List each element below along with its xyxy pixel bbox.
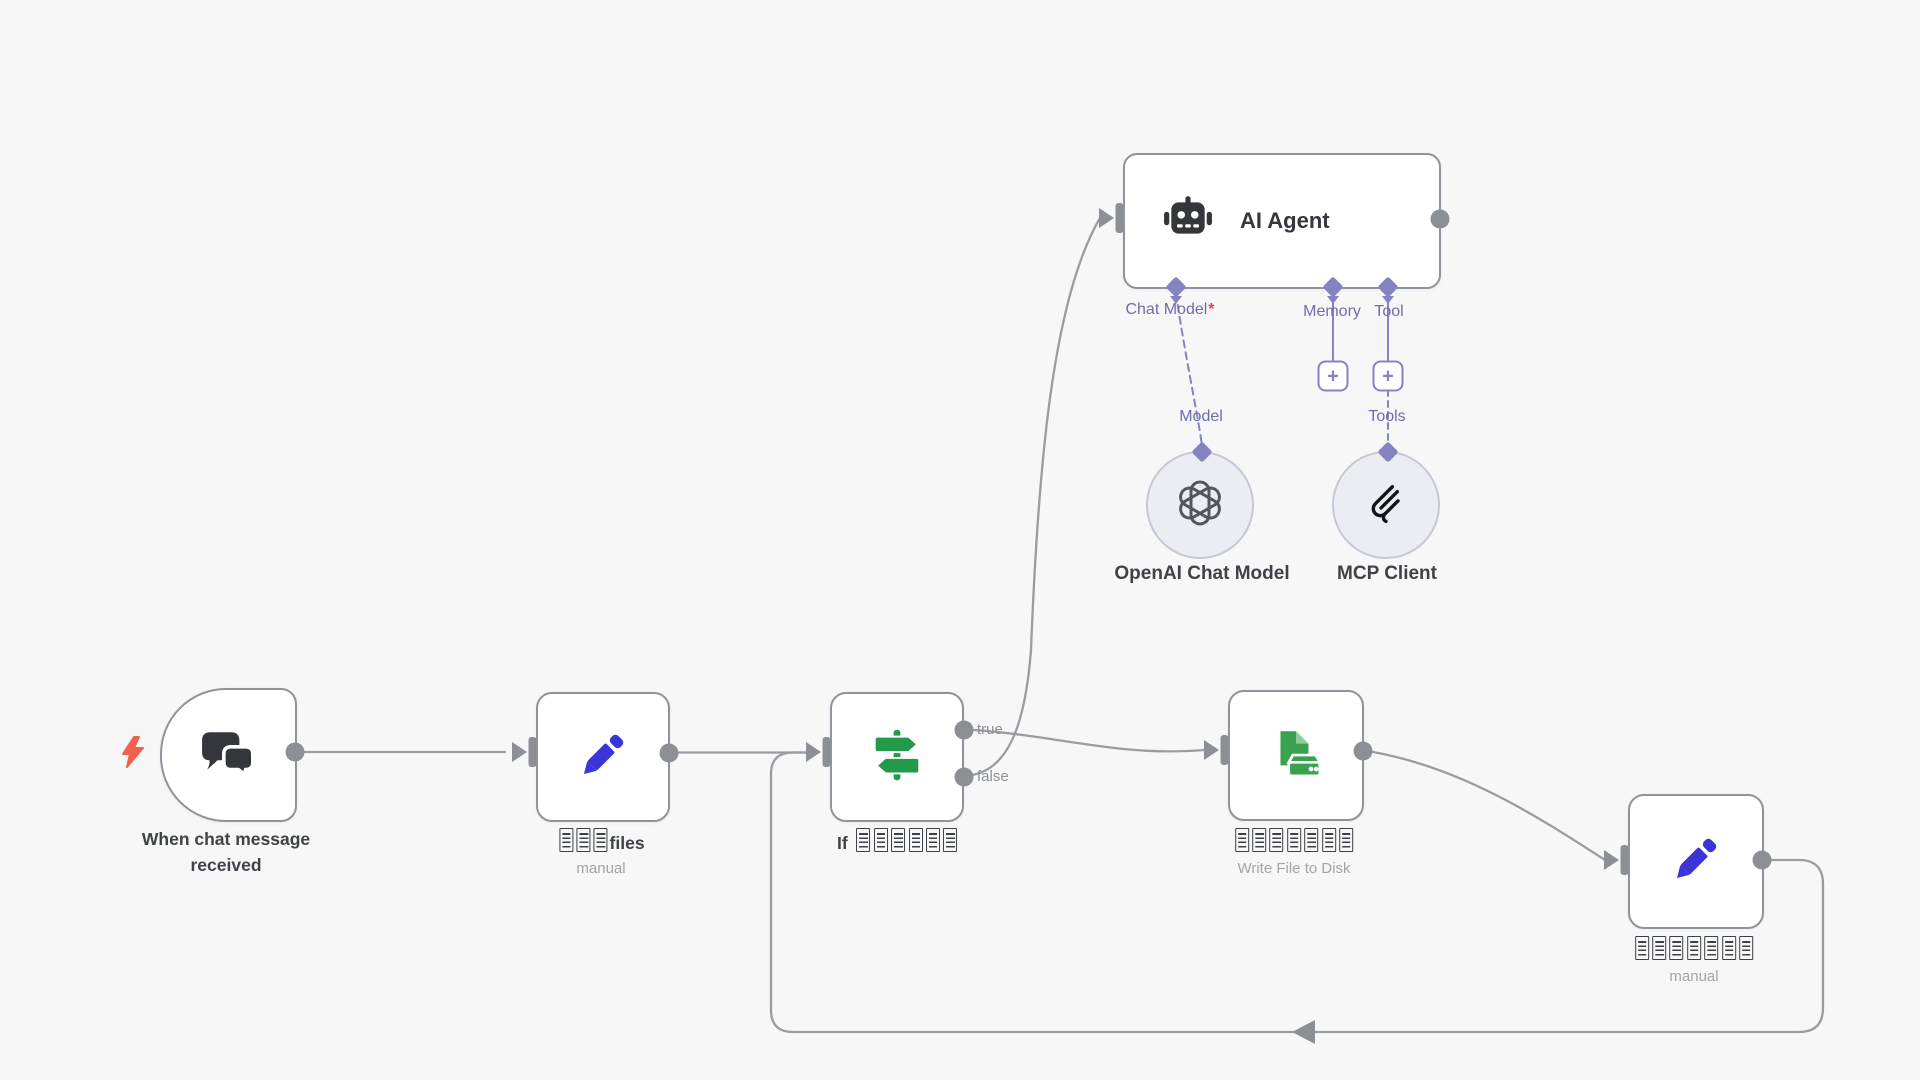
add-tool-button[interactable]: + <box>1372 360 1404 392</box>
trigger-output-dot[interactable] <box>285 742 305 762</box>
missing-glyph-box <box>856 828 871 852</box>
tofu-run <box>855 828 959 853</box>
trigger-node-title: When chat message received <box>141 829 311 875</box>
chat-model-port-text: Chat Model <box>1125 301 1208 318</box>
ai-agent-input-arrow-icon[interactable] <box>1099 208 1114 228</box>
missing-glyph-box <box>593 828 608 852</box>
chat-bubbles-icon <box>200 728 258 783</box>
pencil-icon <box>1667 830 1725 893</box>
node-mcp-client[interactable] <box>1332 451 1440 559</box>
edit2-output-dot[interactable] <box>1752 850 1772 870</box>
if-input-bar[interactable] <box>822 737 831 767</box>
ai-agent-input-bar[interactable] <box>1115 203 1124 233</box>
robot-icon <box>1163 195 1213 247</box>
pencil-icon <box>574 726 632 789</box>
node-chat-trigger[interactable] <box>160 688 297 822</box>
tool-connector-tail-icon <box>1382 296 1394 304</box>
missing-glyph-box <box>559 828 574 852</box>
missing-glyph-box <box>1634 936 1649 960</box>
openai-node-label: OpenAI Chat Model <box>1114 563 1290 584</box>
if-false-label: false <box>977 768 1009 785</box>
missing-glyph-box <box>1321 828 1336 852</box>
if-true-label: true <box>977 721 1003 738</box>
connection-if-true-to-write-file[interactable] <box>972 728 1207 753</box>
model-endpoint-label: Model <box>1179 408 1223 425</box>
edit-input-bar[interactable] <box>528 737 537 767</box>
missing-glyph-box <box>873 828 888 852</box>
missing-glyph-box <box>1669 936 1684 960</box>
missing-glyph-box <box>891 828 906 852</box>
edit-node-title: files <box>557 828 645 854</box>
edit-output-dot[interactable] <box>659 743 679 763</box>
connection-write-file-to-edit2[interactable] <box>1371 750 1607 862</box>
edit2-input-bar[interactable] <box>1620 845 1629 875</box>
file-and-disk-icon <box>1267 724 1325 787</box>
missing-glyph-box <box>576 828 591 852</box>
mcp-logo-icon <box>1362 479 1410 532</box>
edit2-input-arrow-icon[interactable] <box>1604 850 1619 870</box>
signpost-icon <box>866 724 928 791</box>
chat-model-port-label: Chat Model* <box>1125 301 1214 319</box>
node-openai-chat-model[interactable] <box>1146 451 1254 559</box>
mcp-node-label: MCP Client <box>1337 563 1437 584</box>
chat-model-connector-tail-icon <box>1170 296 1182 304</box>
required-asterisk: * <box>1208 301 1215 318</box>
tofu-run <box>1633 936 1755 961</box>
tofu-run <box>1233 828 1355 853</box>
edit-input-arrow-icon[interactable] <box>512 742 527 762</box>
tofu-run <box>557 828 609 853</box>
missing-glyph-box <box>908 828 923 852</box>
if-false-output-dot[interactable] <box>954 767 974 787</box>
missing-glyph-box <box>925 828 940 852</box>
node-if[interactable] <box>830 692 964 822</box>
missing-glyph-box <box>1287 828 1301 852</box>
edit2-node-subtitle: manual <box>1669 968 1719 985</box>
lightning-trigger-icon <box>120 736 146 774</box>
node-edit-files[interactable] <box>536 692 670 822</box>
write-file-node-subtitle: Write File to Disk <box>1237 860 1351 877</box>
edit-node-title-text: files <box>609 833 645 853</box>
write-file-input-arrow-icon[interactable] <box>1204 740 1219 760</box>
if-node-title: If <box>837 828 959 854</box>
memory-port-label: Memory <box>1303 303 1361 320</box>
tools-endpoint-label: Tools <box>1368 408 1406 425</box>
missing-glyph-box <box>943 828 958 852</box>
missing-glyph-box <box>1721 936 1736 960</box>
connection-if-false-to-ai-agent[interactable] <box>970 216 1102 777</box>
if-node-title-text: If <box>837 833 848 853</box>
write-file-node-title <box>1233 828 1355 854</box>
missing-glyph-box <box>1304 828 1319 852</box>
tool-port-label: Tool <box>1374 303 1404 320</box>
input-connectors <box>512 203 1629 875</box>
write-file-input-bar[interactable] <box>1220 735 1229 765</box>
edit-node-subtitle: manual <box>576 860 626 877</box>
if-true-output-dot[interactable] <box>954 720 974 740</box>
ai-agent-title: AI Agent <box>1240 208 1330 233</box>
node-write-file[interactable] <box>1228 690 1364 821</box>
missing-glyph-box <box>1252 828 1267 852</box>
missing-glyph-box <box>1339 828 1354 852</box>
node-edit-manual[interactable] <box>1628 794 1764 929</box>
missing-glyph-box <box>1269 828 1284 852</box>
link-chat-model-to-openai[interactable] <box>1175 292 1203 446</box>
missing-glyph-box <box>1234 828 1249 852</box>
if-input-arrow-icon[interactable] <box>806 742 821 762</box>
missing-glyph-box <box>1739 936 1754 960</box>
missing-glyph-box <box>1687 936 1701 960</box>
ai-agent-output-dot[interactable] <box>1430 209 1450 229</box>
node-ai-agent[interactable]: AI Agent <box>1123 153 1441 289</box>
add-memory-button[interactable]: + <box>1317 360 1349 392</box>
edit2-node-title <box>1633 936 1755 962</box>
openai-logo-icon <box>1174 477 1226 534</box>
missing-glyph-box <box>1652 936 1667 960</box>
loop-direction-arrow-icon <box>1292 1020 1315 1044</box>
memory-connector-tail-icon <box>1327 296 1339 304</box>
write-file-output-dot[interactable] <box>1353 741 1373 761</box>
missing-glyph-box <box>1704 936 1719 960</box>
